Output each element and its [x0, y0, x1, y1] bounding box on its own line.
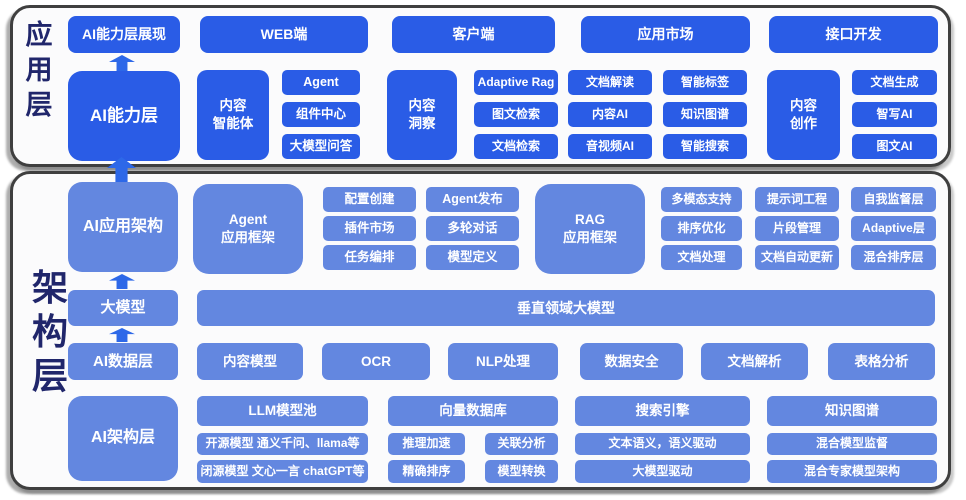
node-ocr: OCR: [322, 343, 430, 380]
node-plugin-market: 插件市场: [323, 216, 416, 241]
node-ranking-optimization: 排序优化: [661, 216, 742, 241]
node-doc-generation: 文档生成: [852, 70, 937, 95]
node-adaptive-layer: Adaptive层: [851, 216, 936, 241]
node-vertical-domain-llm: 垂直领域大模型: [197, 290, 935, 326]
node-content-insight: 内容 洞察: [387, 70, 457, 160]
node-ai-capability: AI能力层: [68, 71, 180, 161]
node-app-market: 应用市场: [581, 16, 750, 53]
node-closed-source-models: 闭源模型 文心一言 chatGPT等: [197, 460, 368, 483]
node-prompt-engineering: 提示词工程: [755, 187, 839, 212]
node-hybrid-ranking-layer: 混合排序层: [851, 245, 936, 270]
node-knowledge-graph-app: 知识图谱: [663, 102, 747, 127]
node-doc-parsing: 文档解析: [701, 343, 808, 380]
node-doc-auto-update: 文档自动更新: [755, 245, 839, 270]
node-text-semantics-driven: 文本语义，语义驱动: [575, 433, 750, 455]
node-ai-capability-display: AI能力层展现: [68, 16, 180, 53]
node-llm-pool: LLM模型池: [197, 396, 368, 426]
node-multi-turn-dialog: 多轮对话: [426, 216, 519, 241]
node-doc-reading: 文档解读: [568, 70, 652, 95]
node-agent: Agent: [282, 70, 360, 95]
node-content-agent: 内容 智能体: [197, 70, 269, 160]
node-content-creation: 内容 创作: [767, 70, 840, 160]
node-model-definition: 模型定义: [426, 245, 519, 270]
node-vector-db: 向量数据库: [388, 396, 558, 426]
node-ai-writing: 智写AI: [852, 102, 937, 127]
node-rag-framework: RAG 应用框架: [535, 184, 645, 274]
application-layer-label: 应用层: [25, 20, 53, 120]
node-image-text-ai: 图文AI: [852, 134, 937, 159]
node-image-text-retrieval: 图文检索: [474, 102, 558, 127]
node-llm: 大模型: [68, 290, 178, 326]
node-web: WEB端: [200, 16, 368, 53]
node-data-security: 数据安全: [580, 343, 683, 380]
node-inference-acceleration: 推理加速: [388, 433, 465, 455]
node-llm-driven: 大模型驱动: [575, 460, 750, 483]
node-client: 客户端: [392, 16, 555, 53]
node-table-analysis: 表格分析: [828, 343, 935, 380]
node-ai-app-arch: AI应用架构: [68, 182, 178, 272]
node-doc-processing: 文档处理: [661, 245, 742, 270]
node-precise-ranking: 精确排序: [388, 460, 465, 483]
node-nlp: NLP处理: [448, 343, 558, 380]
node-agent-publish: Agent发布: [426, 187, 519, 212]
node-component-center: 组件中心: [282, 102, 360, 127]
node-config-create: 配置创建: [323, 187, 416, 212]
node-open-source-models: 开源模型 通义千问、llama等: [197, 433, 368, 455]
node-task-orchestration: 任务编排: [323, 245, 416, 270]
node-api-dev: 接口开发: [769, 16, 938, 53]
architecture-layer-label: 架构层: [31, 267, 68, 396]
node-correlation-analysis: 关联分析: [485, 433, 558, 455]
node-smart-tag: 智能标签: [663, 70, 747, 95]
node-audio-video-ai: 音视频AI: [568, 134, 652, 159]
node-multimodal-support: 多模态支持: [661, 187, 742, 212]
node-content-model: 内容模型: [197, 343, 303, 380]
node-search-engine: 搜索引擎: [575, 396, 750, 426]
node-agent-framework: Agent 应用框架: [193, 184, 303, 274]
node-llm-qa: 大模型问答: [282, 134, 360, 159]
node-doc-retrieval: 文档检索: [474, 134, 558, 159]
node-knowledge-graph-infra: 知识图谱: [767, 396, 937, 426]
node-ai-data-layer: AI数据层: [68, 343, 178, 380]
node-smart-search: 智能搜索: [663, 134, 747, 159]
node-self-supervision-layer: 自我监督层: [851, 187, 936, 212]
node-model-conversion: 模型转换: [485, 460, 558, 483]
node-moe-architecture: 混合专家模型架构: [767, 460, 937, 483]
node-fragment-management: 片段管理: [755, 216, 839, 241]
node-ai-infra-layer: AI架构层: [68, 396, 178, 481]
node-content-ai: 内容AI: [568, 102, 652, 127]
node-hybrid-model-supervision: 混合模型监督: [767, 433, 937, 455]
node-adaptive-rag: Adaptive Rag: [474, 70, 558, 95]
